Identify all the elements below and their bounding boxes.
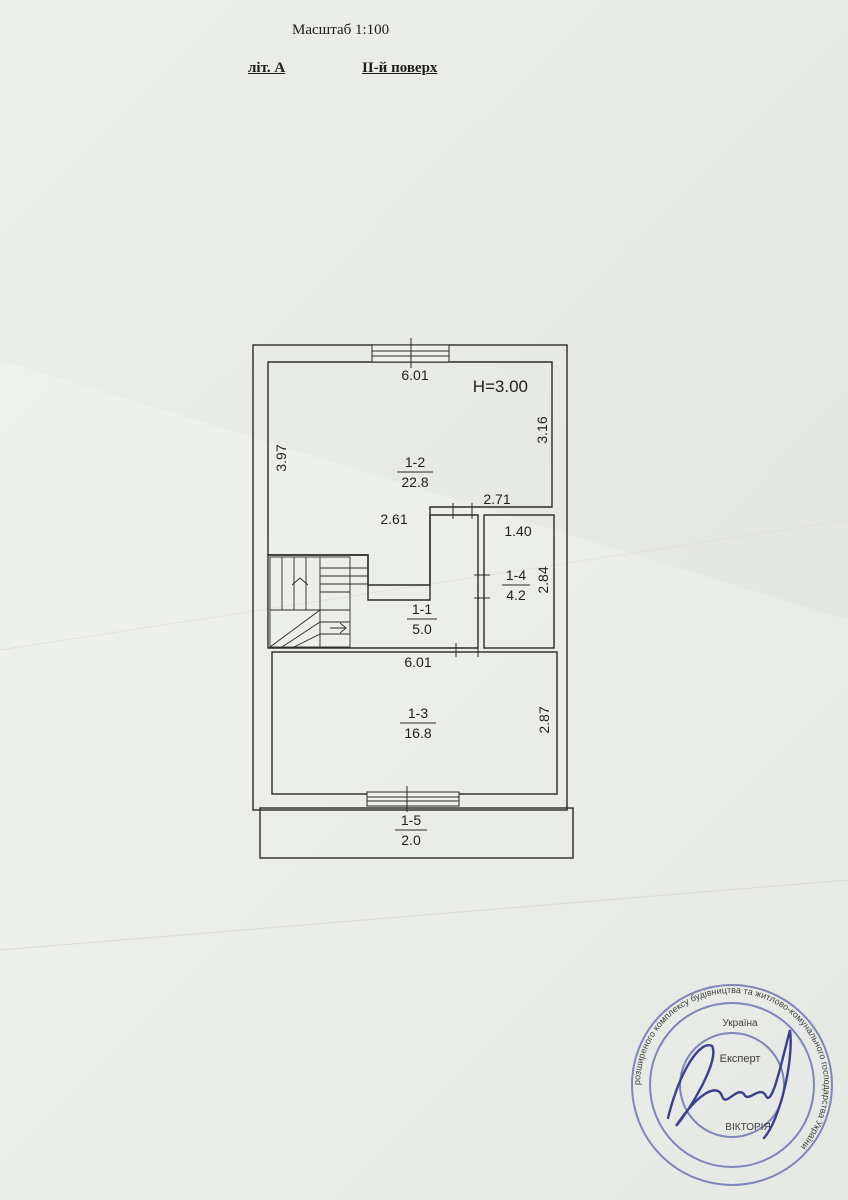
floor-label: ІІ-й поверх bbox=[362, 60, 438, 76]
room-1-1-id: 1-1 bbox=[412, 601, 432, 617]
balcony-1-5-outline bbox=[259, 807, 574, 859]
windows bbox=[366, 338, 460, 812]
height-label: H=3.00 bbox=[473, 377, 528, 396]
room-1-4-area: 4.2 bbox=[506, 587, 526, 603]
room-1-5-area: 2.0 bbox=[401, 832, 421, 848]
door-marks bbox=[452, 503, 490, 657]
building-letter: літ. А bbox=[248, 60, 286, 76]
dim-middle-width: 6.01 bbox=[404, 654, 431, 670]
room-1-1-outline bbox=[267, 514, 479, 649]
dim-closet-height: 2.84 bbox=[535, 566, 551, 593]
staircase bbox=[269, 556, 368, 648]
room-1-2-id: 1-2 bbox=[405, 454, 425, 470]
room-1-3-id: 1-3 bbox=[408, 705, 428, 721]
window-bottom bbox=[366, 791, 460, 807]
dim-corridor-width: 2.71 bbox=[483, 491, 510, 507]
dim-right-upper: 3.16 bbox=[534, 416, 550, 443]
room-1-4-outline bbox=[483, 514, 555, 649]
room-1-3-area: 16.8 bbox=[404, 725, 431, 741]
dim-closet-width: 1.40 bbox=[504, 523, 531, 539]
dim-lower-height: 2.87 bbox=[536, 706, 552, 733]
scale-label: Масштаб 1:100 bbox=[292, 22, 390, 38]
dim-top-width: 6.01 bbox=[401, 367, 428, 383]
room-1-4-id: 1-4 bbox=[506, 567, 526, 583]
room-1-1-area: 5.0 bbox=[412, 621, 432, 637]
dim-left-height: 3.97 bbox=[273, 444, 289, 471]
room-1-2-area: 22.8 bbox=[401, 474, 428, 490]
room-1-5-id: 1-5 bbox=[401, 812, 421, 828]
dim-inner-width: 2.61 bbox=[380, 511, 407, 527]
